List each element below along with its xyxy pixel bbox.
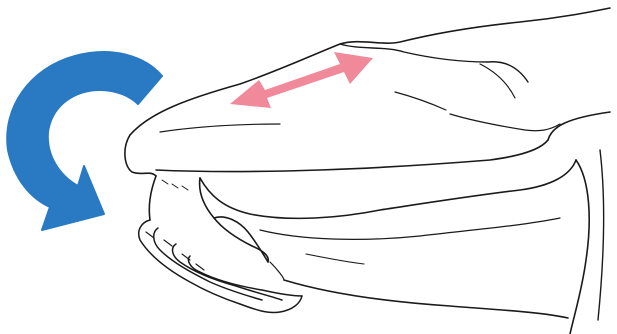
elbow-hatching <box>162 180 188 190</box>
rotation-arrow-icon <box>7 52 162 230</box>
upper-arm-fold <box>395 92 446 110</box>
fingertip-outline <box>240 296 302 313</box>
forearm-inner-line <box>260 218 560 239</box>
rotation-arrow-body <box>7 52 162 230</box>
back-line <box>598 150 604 320</box>
palm-line <box>270 262 284 280</box>
torso-outline <box>570 160 589 334</box>
forearm-top-outline <box>200 160 576 218</box>
fingernail-detail <box>146 232 204 270</box>
arm-sketch <box>125 8 610 334</box>
elbow-outline <box>125 135 156 176</box>
forearm-crease <box>306 254 364 264</box>
forearm-bottom-outline <box>284 280 568 318</box>
upper-arm-crease <box>450 114 560 131</box>
bicep-line <box>160 124 280 132</box>
upper-arm-bottom-outline <box>156 140 548 172</box>
shoulder-detail <box>480 64 515 98</box>
upper-arm-top-outline <box>130 8 610 135</box>
finger-3 <box>173 244 282 300</box>
wrist-outline <box>149 176 156 220</box>
